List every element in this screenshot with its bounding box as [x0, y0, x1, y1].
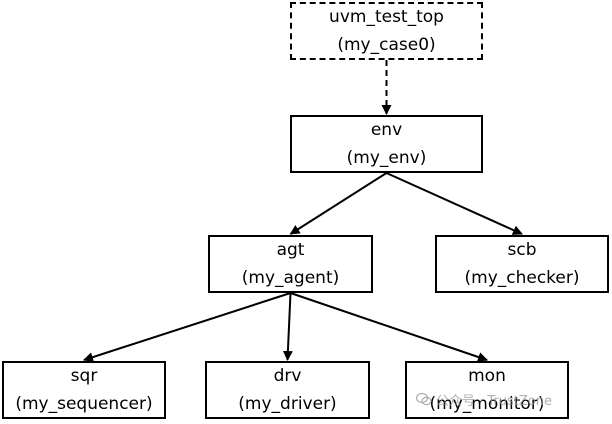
node-type: (my_monitor)	[429, 394, 545, 414]
edge-agt-to-drv	[282, 292, 293, 361]
node-env: env (my_env)	[290, 115, 483, 173]
watermark-text: 公众号 · TrustZone	[436, 394, 552, 409]
edge-env-to-scb	[386, 172, 523, 235]
node-type: (my_driver)	[238, 394, 337, 414]
wechat-icon	[416, 393, 432, 406]
node-mon: mon (my_monitor)	[405, 361, 569, 419]
node-name: mon	[468, 366, 506, 386]
node-type: (my_case0)	[337, 35, 436, 55]
edge-agt-to-mon	[290, 292, 488, 362]
node-agt: agt (my_agent)	[208, 235, 373, 293]
node-type: (my_env)	[346, 148, 427, 168]
node-type: (my_agent)	[241, 268, 340, 288]
node-name: agt	[276, 240, 305, 260]
node-uvm-test-top: uvm_test_top (my_case0)	[290, 2, 483, 60]
node-type: (my_checker)	[464, 268, 580, 288]
node-scb: scb (my_checker)	[435, 235, 609, 293]
node-name: sqr	[70, 366, 98, 386]
node-name: env	[370, 120, 403, 140]
edge-env-to-agt	[289, 172, 388, 235]
node-name: uvm_test_top	[329, 7, 444, 27]
edge-agt-to-sqr	[83, 292, 291, 362]
node-drv: drv (my_driver)	[205, 361, 370, 419]
node-sqr: sqr (my_sequencer)	[2, 361, 166, 419]
node-name: scb	[507, 240, 537, 260]
node-name: drv	[273, 366, 302, 386]
node-type: (my_sequencer)	[15, 394, 153, 414]
watermark: 公众号 · TrustZone	[416, 390, 552, 409]
